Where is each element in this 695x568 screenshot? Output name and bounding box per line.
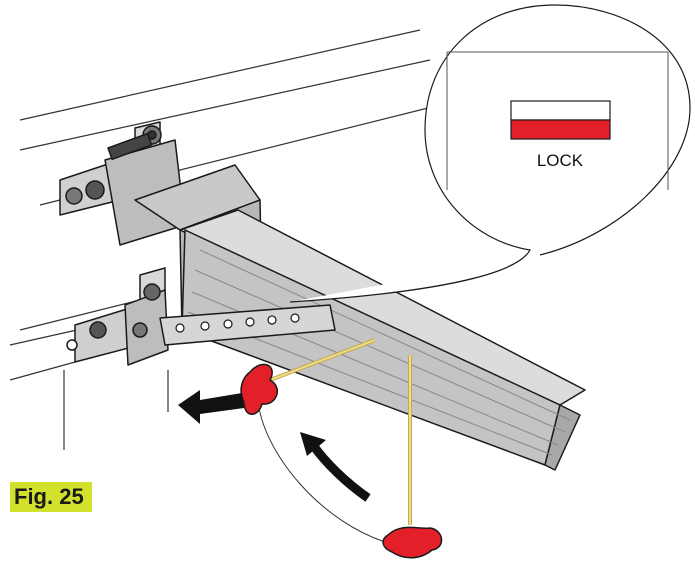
release-cords-core (264, 339, 411, 525)
strap-holes (175, 313, 300, 333)
swing-path (257, 399, 396, 546)
callout-magnifier (289, 4, 691, 303)
figure-label: Fig. 25 (10, 482, 92, 512)
arrow-left-icon (178, 390, 244, 424)
curved-arrow-up-icon (300, 432, 371, 502)
release-handle-pulled[interactable] (240, 363, 279, 415)
lock-indicator (510, 100, 611, 140)
release-handle-resting[interactable] (382, 526, 443, 559)
lock-label: LOCK (537, 151, 584, 170)
header-bracket (59, 121, 186, 246)
